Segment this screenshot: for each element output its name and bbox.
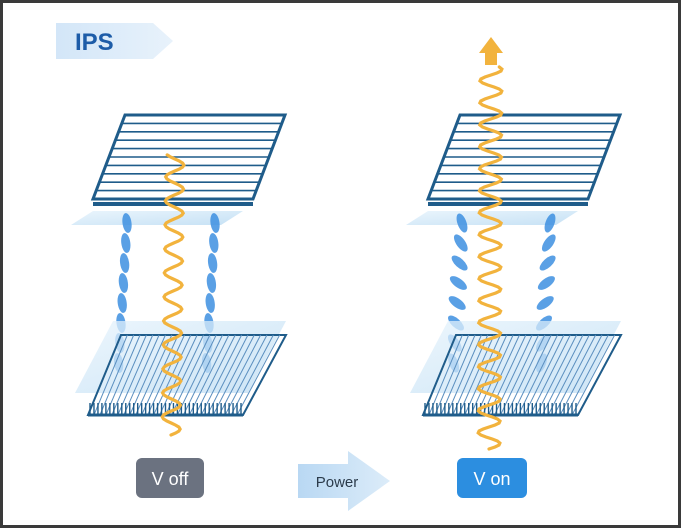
lc-molecule [118,273,129,293]
panel-voltage-off [71,113,288,437]
panel-voltage-on [406,37,623,451]
polarizer-slit [99,334,135,416]
polarizer-slit [500,334,539,416]
lc-molecule [207,253,218,273]
lc-molecule [209,233,219,253]
polarizer-slit [123,334,160,416]
light-exit-arrow-icon [479,37,503,65]
polarizer-slit [159,334,198,416]
polarizer-slit [206,334,249,416]
lc-molecule [537,276,555,290]
polarizer-slit [541,334,584,416]
polarizer-slit [506,334,546,416]
polarizer-slit [547,334,590,416]
polarizer-slit [117,334,154,416]
polarizer-slit [165,334,204,416]
lc-molecule [119,253,130,273]
polarizer-slit [147,334,185,416]
ips-illustration: IPS V off Power [56,23,623,511]
polarizer-slit [553,334,597,416]
polarizer-slit [523,334,565,416]
bottom-polarizer [86,334,288,417]
polarizer-slit [535,334,578,416]
voltage-on-label: V on [473,469,510,489]
voltage-off-badge: V off [136,458,204,498]
polarizer-slit [194,334,236,416]
voltage-on-badge-bg [457,458,527,498]
polarizer-slit [464,334,501,416]
light-wave-transmitted [476,65,504,451]
top-polarizer [425,113,623,206]
lc-molecule [539,255,556,271]
lc-molecule [456,213,468,233]
lc-molecule [206,273,217,293]
polarizer-slit [105,334,141,416]
power-label: Power [316,474,359,491]
polarizer-slit [141,334,179,416]
polarizer-slit [230,334,274,416]
polarizer-slit [494,334,533,416]
polarizer-slit [571,334,616,416]
lc-molecule [121,233,131,253]
polarizer-slit [482,334,520,416]
polarizer-slit [428,334,463,416]
lc-molecule [210,213,220,233]
top-polarizer [90,113,288,206]
polarizer-slit [93,334,128,416]
polarizer-slit [440,334,476,416]
ips-tag: IPS [56,23,173,59]
polarizer-slit [188,334,230,416]
polarizer-slit [111,334,147,416]
polarizer-slit [224,334,268,416]
polarizer-slit [434,334,470,416]
polarizer-slit [529,334,571,416]
polarizer-slit [511,334,552,416]
polarizer-slit [517,334,558,416]
polarizer-slit [176,334,217,416]
polarizer-slit [446,334,482,416]
lc-molecule [544,213,556,233]
lc-molecule [541,234,556,252]
voltage-off-badge-bg [136,458,204,498]
lc-molecule [449,276,467,290]
voltage-off-label: V off [152,469,190,489]
polarizer-slit [218,334,262,416]
polarizer-slit [129,334,166,416]
bottom-polarizer [421,334,623,417]
polarizer-slit [470,334,508,416]
power-arrow: Power [298,451,390,511]
power-arrow-shape [298,451,390,511]
voltage-on-badge: V on [457,458,527,498]
lc-molecule [205,293,215,313]
lc-molecule [117,293,127,313]
polarizer-slit [182,334,223,416]
lc-molecule [536,296,554,310]
lc-molecule [453,234,468,252]
top-glass-plate [71,211,243,225]
light-wave-blocked [160,153,186,437]
ips-tag-shape [56,23,173,59]
polarizer-slit [200,334,243,416]
polarizer-slit [565,334,609,416]
lc-molecule [451,255,468,271]
lc-molecule [448,296,466,310]
lc-molecule [122,213,132,233]
polarizer-slit [236,334,281,416]
polarizer-slit [559,334,603,416]
polarizer-slit [212,334,255,416]
ips-tag-label: IPS [75,29,114,56]
